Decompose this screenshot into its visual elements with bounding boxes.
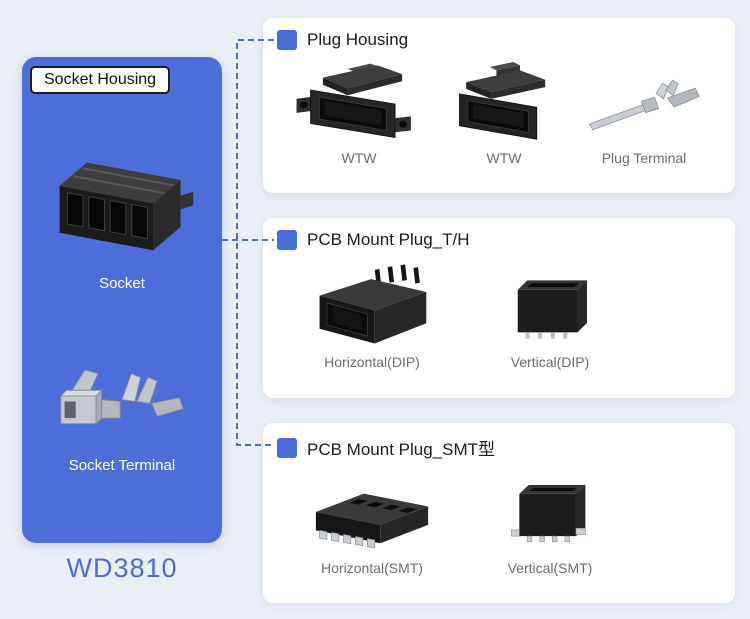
card-title: Plug Housing	[307, 30, 409, 49]
socket-figure: Socket	[22, 141, 222, 292]
socket-connector-image	[59, 162, 194, 251]
product-label: Vertical(DIP)	[510, 354, 590, 370]
product-label: Horizontal(DIP)	[324, 354, 420, 370]
card-title: PCB Mount Plug_SMT型	[307, 440, 496, 459]
product-label: WTW	[486, 150, 522, 166]
socket-terminal-figure: Socket Terminal	[22, 357, 222, 474]
pcb-smt-products: Horizontal(SMT) Vertical(SMT)	[263, 464, 735, 576]
product-wtw-latch: WTW	[441, 54, 567, 166]
horizontal-dip-plug-image	[319, 264, 427, 344]
product-vertical-dip: Vertical(DIP)	[491, 256, 609, 370]
section-bullet-icon	[277, 437, 297, 458]
horizontal-smt-plug-image	[315, 493, 429, 549]
socket-terminal-caption: Socket Terminal	[68, 457, 176, 474]
model-code: WD3810	[66, 553, 178, 583]
product-label: WTW	[341, 150, 377, 166]
socket-caption: Socket	[99, 275, 145, 292]
plug-housing-products: WTW WTW	[263, 54, 735, 166]
card-title: PCB Mount Plug_T/H	[307, 230, 470, 249]
card-pcb-mount-plug-th: PCB Mount Plug_T/H Horizontal(DIP)	[263, 218, 735, 398]
vertical-smt-plug-image	[511, 485, 586, 542]
product-label: Plug Terminal	[601, 150, 687, 166]
section-bullet-icon	[277, 30, 297, 50]
product-label: Vertical(SMT)	[507, 560, 593, 576]
card-plug-housing: Plug Housing WTW	[263, 18, 735, 193]
plug-terminal-pin-image	[588, 79, 700, 131]
section-bullet-icon	[277, 230, 297, 250]
product-horizontal-dip: Horizontal(DIP)	[303, 254, 441, 370]
product-wtw-flange: WTW	[293, 54, 425, 166]
socket-housing-label-text: Socket Housing	[44, 71, 157, 88]
vertical-dip-plug-image	[517, 280, 587, 339]
product-label: Horizontal(SMT)	[321, 560, 423, 576]
socket-housing-label: Socket Housing	[30, 66, 171, 94]
product-plug-terminal: Plug Terminal	[583, 70, 705, 166]
plug-housing-latch-image	[459, 61, 546, 140]
socket-housing-panel: Socket Housing Socket	[22, 57, 222, 543]
pcb-th-products: Horizontal(DIP) Vertical(DIP)	[263, 254, 735, 370]
card-pcb-mount-plug-smt: PCB Mount Plug_SMT型 Horiz	[263, 423, 735, 603]
card-pcb-smt-header: PCB Mount Plug_SMT型	[263, 423, 735, 462]
plug-housing-flange-image	[296, 63, 411, 139]
product-horizontal-smt: Horizontal(SMT)	[303, 466, 441, 576]
card-plug-housing-header: Plug Housing	[263, 18, 735, 52]
card-pcb-th-header: PCB Mount Plug_T/H	[263, 218, 735, 252]
socket-terminal-image	[59, 369, 184, 425]
product-vertical-smt: Vertical(SMT)	[491, 464, 609, 576]
